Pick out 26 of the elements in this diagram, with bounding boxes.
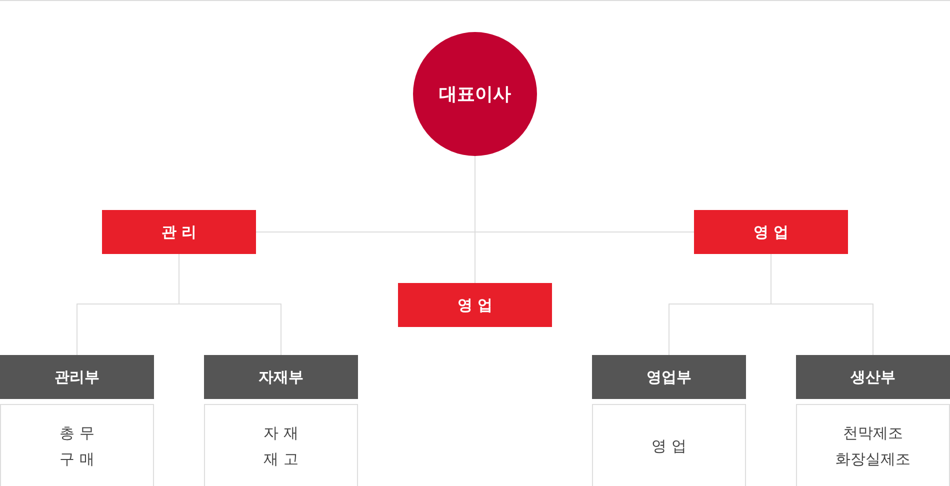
duty-text: 재 고 (264, 448, 298, 468)
duty-box (796, 404, 950, 486)
department-header (204, 355, 358, 399)
node-title: 대표이사 (439, 83, 511, 106)
department-header (796, 355, 950, 399)
node-title: 생산부 (850, 368, 896, 386)
node-title: 관리부 (54, 368, 100, 386)
node-title: 관 리 (161, 222, 197, 242)
division-box (398, 283, 552, 327)
duty-text: 천막제조 (843, 422, 903, 442)
duty-box (0, 404, 154, 486)
duty-text: 총 무 (60, 422, 94, 442)
department-header (592, 355, 746, 399)
division-box (102, 210, 256, 254)
division-box (694, 210, 848, 254)
duty-text: 영 업 (652, 436, 686, 456)
duty-box (592, 404, 746, 486)
duty-text: 자 재 (264, 422, 298, 442)
node-title: 영 업 (457, 296, 493, 314)
node-title: 영 업 (753, 222, 789, 242)
department-header (0, 355, 154, 399)
duty-text: 화장실제조 (836, 448, 910, 468)
node-title: 영업부 (646, 368, 692, 386)
node-title: 자재부 (258, 368, 304, 386)
duty-text: 구 매 (60, 448, 94, 468)
duty-box (204, 404, 358, 486)
